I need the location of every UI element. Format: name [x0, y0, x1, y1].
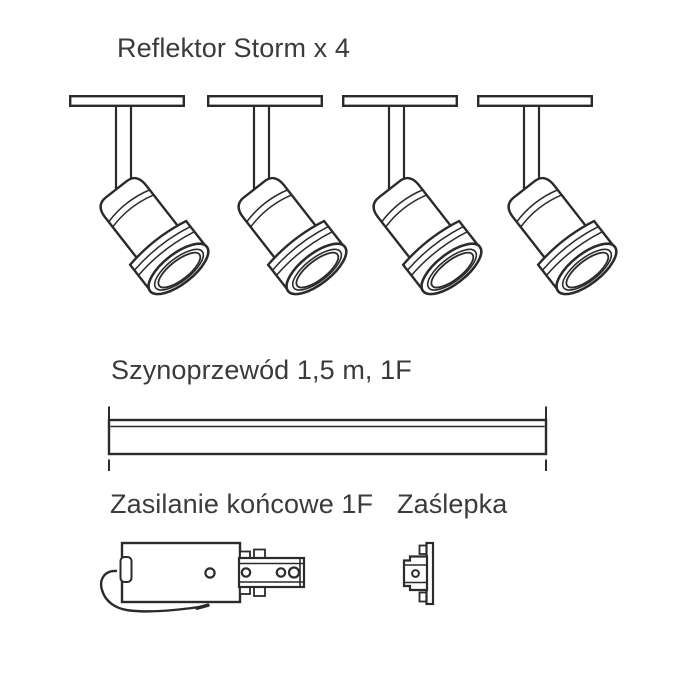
power-feed-graphic	[100, 541, 306, 613]
end-cap-label: Zaślepka	[397, 489, 508, 519]
end-cap-graphic	[402, 541, 435, 606]
spotlight-graphic-1	[68, 94, 218, 305]
track-label: Szynoprzewód 1,5 m, 1F	[111, 355, 412, 385]
power-feed-label: Zasilanie końcowe 1F	[110, 489, 374, 519]
spotlight-graphic-3	[341, 94, 491, 305]
spotlights-label: Reflektor Storm x 4	[117, 33, 350, 63]
spotlight-graphic-2	[206, 94, 356, 305]
track-rail-graphic	[107, 406, 548, 471]
spotlight-graphic-4	[476, 94, 626, 305]
